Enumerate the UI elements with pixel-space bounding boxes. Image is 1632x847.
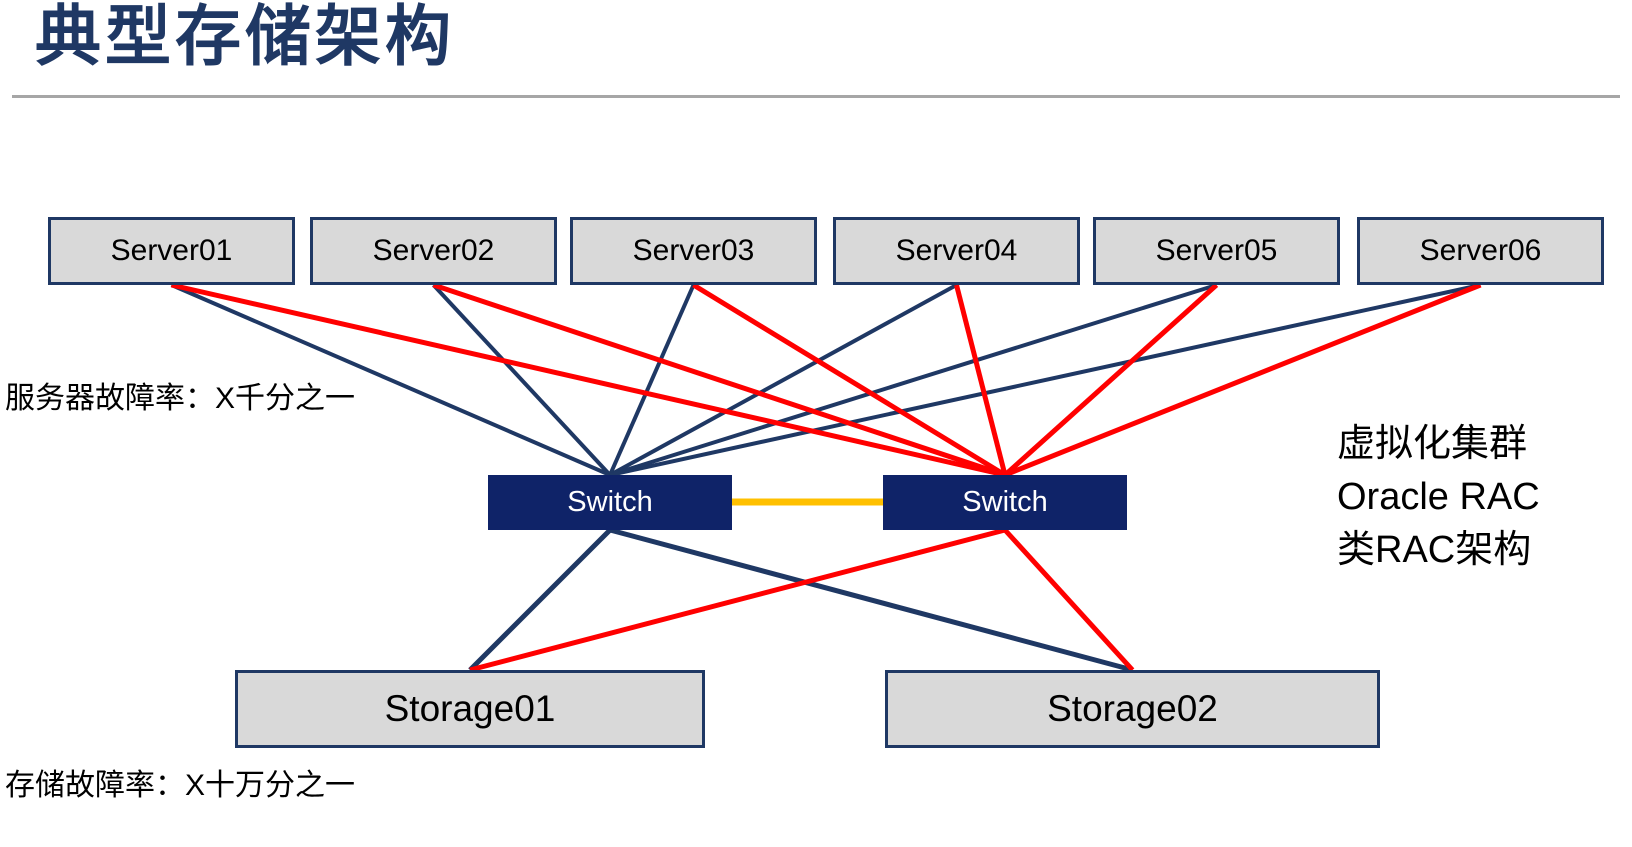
link-server04-switch-b [954, 284, 1008, 476]
server-label: Server01 [110, 234, 233, 267]
link-switch-a-storage02 [609, 527, 1134, 673]
server-box-server03: Server03 [570, 217, 817, 285]
link-switch-a-storage01 [468, 528, 612, 672]
link-server03-switch-b [692, 282, 1007, 478]
switch-box-switch-a: Switch [488, 475, 732, 530]
server-box-server01: Server01 [48, 217, 295, 285]
storage-box-storage02: Storage02 [885, 670, 1380, 748]
link-server01-switch-a [170, 283, 611, 477]
cluster-note-line-1: 虚拟化集群 [1337, 423, 1528, 465]
page-title: 典型存储架构 [35, 0, 455, 73]
switch-label: Switch [962, 486, 1048, 518]
server-box-server02: Server02 [310, 217, 557, 285]
storage-failure-rate-label: 存储故障率：X十万分之一 [5, 769, 356, 802]
server-box-server04: Server04 [833, 217, 1080, 285]
link-server06-switch-b [1004, 282, 1482, 478]
server-failure-rate-label: 服务器故障率：X千分之一 [5, 382, 356, 415]
storage-label: Storage01 [384, 688, 556, 729]
server-box-server06: Server06 [1357, 217, 1604, 285]
link-server05-switch-a [609, 283, 1218, 477]
link-switch-b-storage02 [1003, 528, 1135, 672]
link-server03-switch-a [608, 284, 696, 476]
switch-box-switch-b: Switch [883, 475, 1127, 530]
server-label: Server06 [1419, 234, 1542, 267]
cluster-note-line-2: Oracle RAC [1337, 476, 1540, 518]
link-switch-b-storage01 [469, 527, 1006, 673]
storage-label: Storage02 [1047, 688, 1218, 729]
title-divider [12, 95, 1620, 98]
server-label: Server05 [1155, 234, 1278, 267]
server-label: Server02 [372, 234, 495, 267]
link-server04-switch-a [609, 283, 958, 477]
server-box-server05: Server05 [1093, 217, 1340, 285]
server-label: Server03 [632, 234, 755, 267]
link-server02-switch-a [432, 283, 612, 477]
link-server02-switch-b [432, 282, 1006, 478]
switch-label: Switch [567, 486, 653, 518]
storage-box-storage01: Storage01 [235, 670, 705, 748]
cluster-note-line-3: 类RAC架构 [1337, 529, 1532, 571]
server-label: Server04 [895, 234, 1018, 267]
cluster-type-note: 虚拟化集群 Oracle RAC 类RAC架构 [1337, 418, 1540, 577]
link-server06-switch-a [609, 283, 1481, 477]
link-server05-switch-b [1003, 283, 1219, 477]
link-server01-switch-b [170, 282, 1006, 478]
